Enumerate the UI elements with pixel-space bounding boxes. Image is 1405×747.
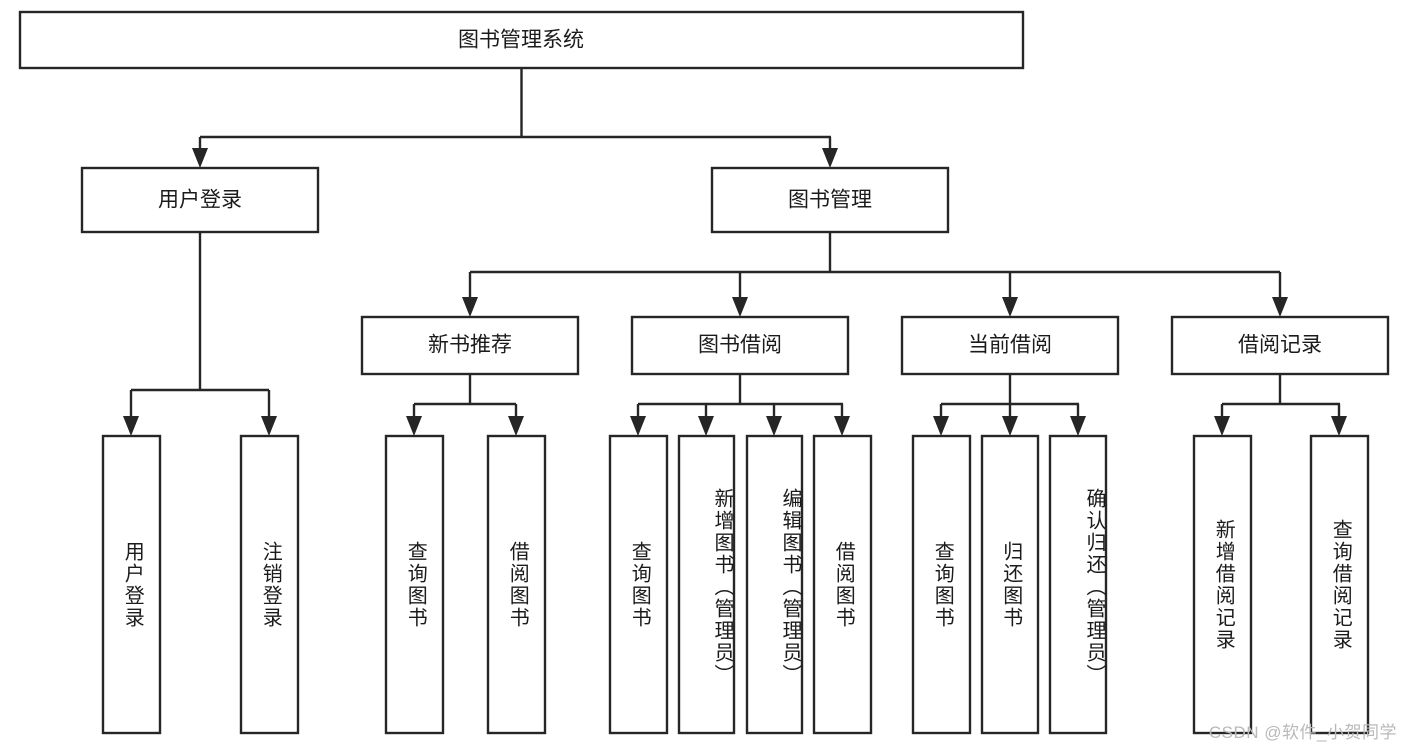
leaf-label-query-book-2: 查询图书 [628, 540, 651, 629]
arrowhead-user-login [192, 148, 208, 168]
leaf-box-query-book-2[interactable] [608, 434, 669, 735]
arrowhead-borrow-leaf1 [630, 416, 646, 436]
arrowhead-leaf-logout [261, 416, 277, 436]
connector-group-record-to-leaves [1214, 374, 1347, 436]
node-box-user-login[interactable] [80, 166, 320, 234]
leaf-box-query-borrow-record[interactable] [1309, 434, 1370, 735]
arrowhead-current-leaf1 [933, 416, 949, 436]
leaf-label-edit-book-admin: 编辑图书（管理员） [779, 487, 801, 686]
node-label-new-book-recommend: 新书推荐 [428, 334, 512, 357]
connector-group-current-to-leaves [933, 374, 1086, 436]
leaf-box-query-book-1[interactable] [384, 434, 445, 735]
leaf-label-return-book: 归还图书 [999, 540, 1022, 629]
leaf-label-user-login: 用户登录 [121, 540, 144, 629]
node-label-book-management: 图书管理 [788, 189, 872, 212]
node-label-user-login: 用户登录 [158, 189, 242, 212]
leaf-box-return-book[interactable] [980, 434, 1040, 735]
leaf-box-borrow-book-2[interactable] [812, 434, 873, 735]
node-box-new-book-recommend[interactable] [360, 315, 580, 376]
node-box-book-borrow[interactable] [630, 315, 850, 376]
arrowhead-book-mgmt [822, 148, 838, 168]
arrowhead-current [1002, 297, 1018, 317]
node-system-root[interactable]: 图书管理系统 [18, 10, 1025, 70]
node-box-borrow-record[interactable] [1170, 315, 1390, 376]
arrowhead-borrow-leaf3 [766, 416, 782, 436]
leaf-box-logout[interactable] [239, 434, 300, 735]
leaf-label-add-book-admin: 新增图书（管理员） [711, 487, 733, 686]
leaf-box-confirm-return-admin[interactable] [1048, 434, 1108, 735]
node-label-system-root: 图书管理系统 [458, 29, 584, 52]
arrowhead-newbook-leaf1 [406, 416, 422, 436]
node-new-book-recommend[interactable]: 新书推荐 [360, 315, 580, 376]
leaf-label-query-book-3: 查询图书 [931, 540, 954, 629]
connector-group-userlogin-to-leaves [123, 232, 277, 436]
leaf-box-borrow-book-1[interactable] [486, 434, 547, 735]
node-book-management[interactable]: 图书管理 [710, 166, 950, 234]
node-label-book-borrow: 图书借阅 [698, 334, 782, 357]
leaf-label-borrow-book-1: 借阅图书 [506, 540, 529, 629]
node-book-borrow[interactable]: 图书借阅 [630, 315, 850, 376]
leaf-box-user-login[interactable] [101, 434, 162, 735]
leaf-box-add-borrow-record[interactable] [1192, 434, 1253, 735]
arrowhead-current-leaf2 [1002, 416, 1018, 436]
leaf-box-edit-book-admin[interactable] [745, 434, 804, 735]
leaf-label-query-book-1: 查询图书 [404, 540, 427, 629]
arrowhead-leaf-user-login [123, 416, 139, 436]
node-box-book-management[interactable] [710, 166, 950, 234]
leaf-label-borrow-book-2: 借阅图书 [832, 540, 855, 629]
arrowhead-borrow-leaf2 [698, 416, 714, 436]
leaf-label-logout: 注销登录 [259, 540, 282, 629]
connector-group-newbook-to-leaves [406, 374, 524, 436]
arrowhead-borrow [732, 297, 748, 317]
arrowhead-newbook [462, 297, 478, 317]
arrowhead-borrow-leaf4 [834, 416, 850, 436]
node-box-system-root[interactable] [18, 10, 1025, 70]
arrowhead-record-leaf2 [1331, 416, 1347, 436]
connector-group-root-to-level2 [192, 68, 838, 168]
arrowhead-record-leaf1 [1214, 416, 1230, 436]
node-label-borrow-record: 借阅记录 [1238, 334, 1322, 357]
node-label-current-borrow: 当前借阅 [968, 334, 1052, 357]
leaf-box-add-book-admin[interactable] [677, 434, 736, 735]
arrowhead-newbook-leaf2 [508, 416, 524, 436]
node-current-borrow[interactable]: 当前借阅 [900, 315, 1120, 376]
leaf-box-group [101, 434, 1370, 735]
connector-group-bookmgmt-to-level3 [462, 232, 1288, 317]
leaf-label-query-borrow-record: 查询借阅记录 [1329, 518, 1352, 651]
arrowhead-current-leaf3 [1070, 416, 1086, 436]
arrowhead-record [1272, 297, 1288, 317]
leaf-label-add-borrow-record: 新增借阅记录 [1212, 518, 1235, 651]
connector-group-borrow-to-leaves [630, 374, 850, 436]
leaf-label-confirm-return-admin: 确认归还（管理员） [1083, 487, 1105, 686]
node-user-login[interactable]: 用户登录 [80, 166, 320, 234]
leaf-box-query-book-3[interactable] [911, 434, 972, 735]
node-borrow-record[interactable]: 借阅记录 [1170, 315, 1390, 376]
node-box-current-borrow[interactable] [900, 315, 1120, 376]
